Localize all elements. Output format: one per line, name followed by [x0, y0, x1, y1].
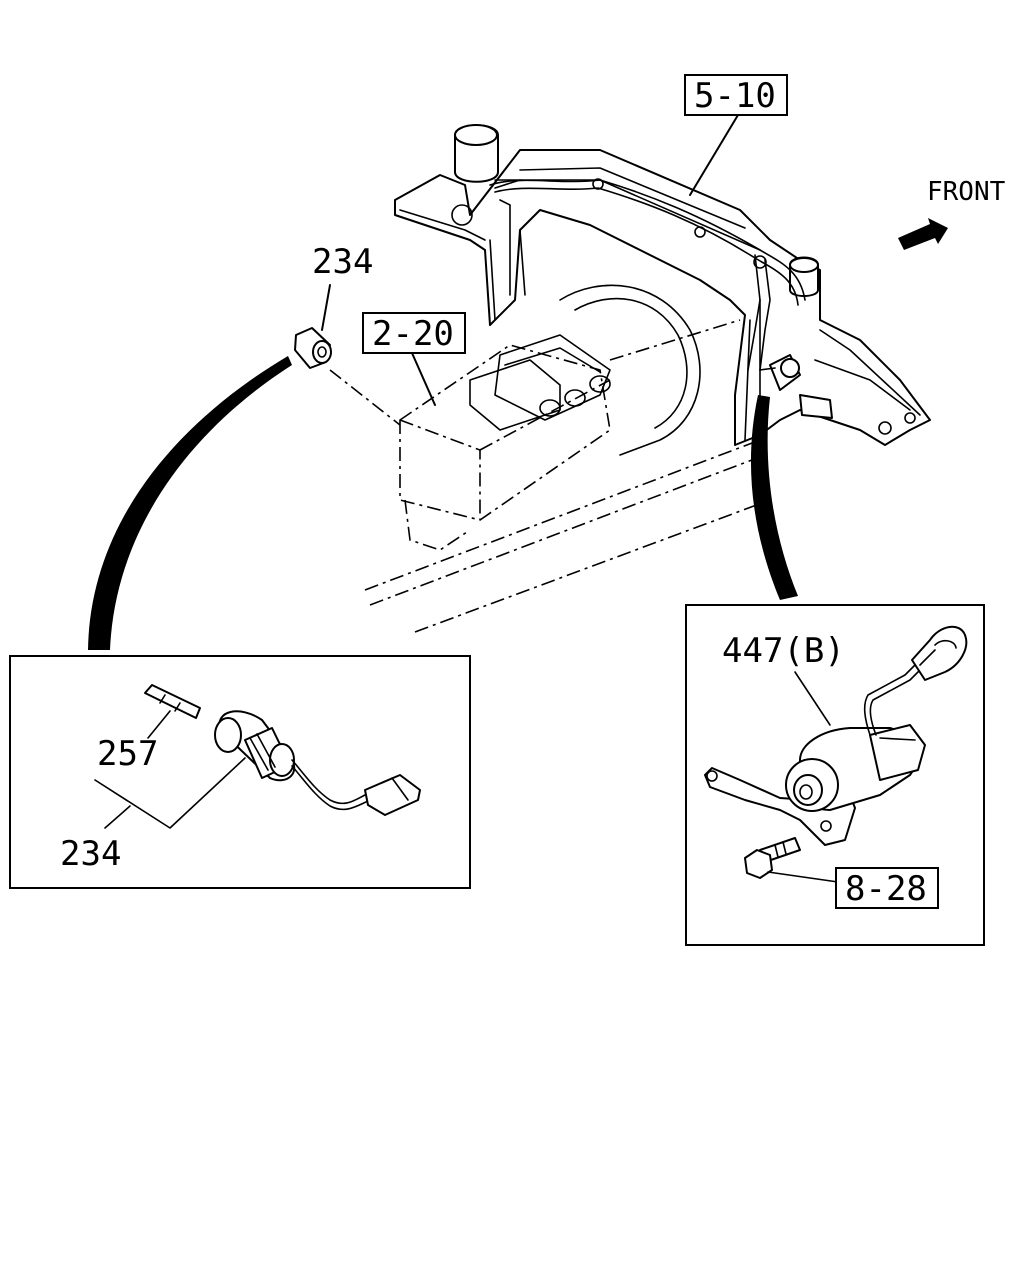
front-label: FRONT — [927, 177, 1006, 207]
inset-switch-447b: 447(B) — [685, 604, 985, 946]
callout-234-inset: 234 — [60, 834, 121, 874]
reference-5-10: 5-10 — [684, 74, 788, 196]
speed-sensor-234 — [214, 710, 421, 816]
reference-2-20: 2-20 — [362, 312, 466, 406]
ref-8-28-text: 8-28 — [845, 869, 927, 909]
callout-257: 257 — [97, 734, 158, 774]
pin-257 — [144, 684, 201, 719]
chassis-overview — [321, 124, 931, 633]
leader-to-inset-right — [750, 395, 798, 600]
front-arrow-icon — [898, 218, 948, 250]
callout-447b: 447(B) — [722, 631, 845, 671]
leader-to-inset-left — [88, 356, 292, 650]
ref-2-20-text: 2-20 — [372, 314, 454, 354]
front-indicator: FRONT — [898, 177, 1006, 250]
switch-447b — [704, 625, 968, 846]
ref-5-10-text: 5-10 — [694, 76, 776, 116]
bolt-8-28 — [744, 837, 801, 879]
inset-speed-sensor: 257 234 — [9, 655, 471, 889]
callout-234-top: 234 — [312, 242, 373, 282]
speed-sensor-234-small — [294, 327, 332, 369]
